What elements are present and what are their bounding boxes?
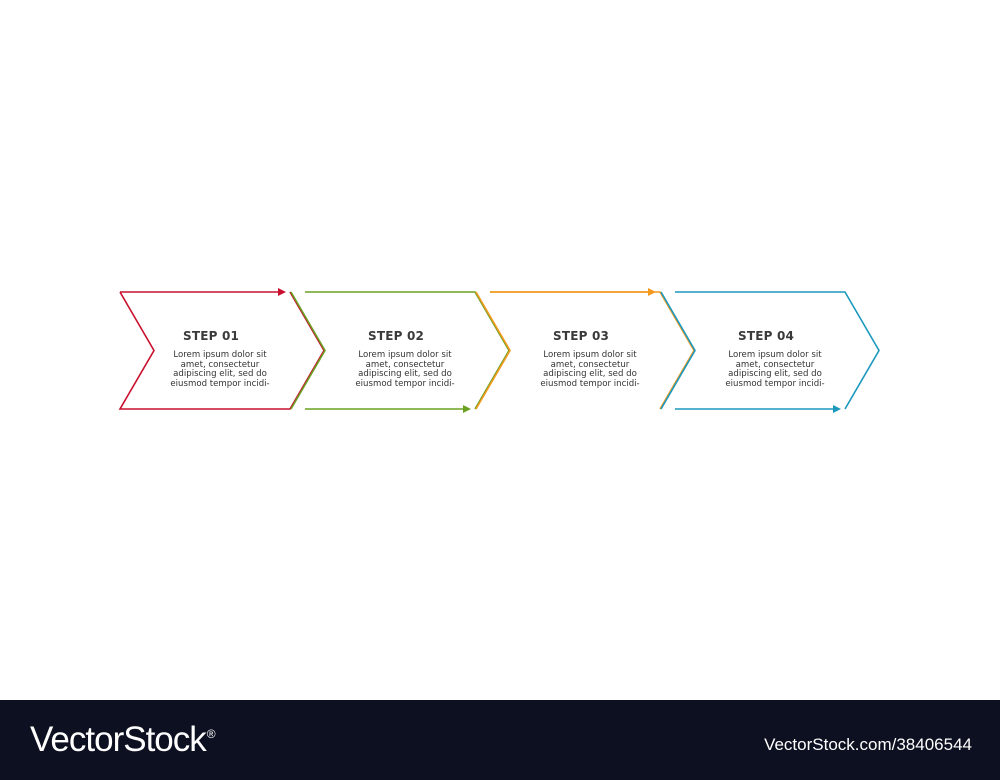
step-2-description: Lorem ipsum dolor sit amet, consectetur …: [355, 350, 455, 389]
step-1-description: Lorem ipsum dolor sit amet, consectetur …: [170, 350, 270, 389]
brand-text: VectorStock: [30, 720, 207, 759]
step-4-chevron: [660, 291, 880, 413]
step-2-chevron-outline: [305, 291, 510, 410]
watermark-bar: VectorStock® VectorStock.com/38406544: [0, 700, 1000, 780]
step-3-title: STEP 03: [553, 329, 610, 343]
step-2-arrowhead-icon: [463, 405, 471, 413]
step-3-arrowhead-icon: [648, 288, 656, 296]
step-3-notch-line: [475, 291, 511, 410]
step-1-arrowhead-icon: [278, 288, 286, 296]
step-4-notch-line: [660, 291, 696, 410]
step-1-chevron: [118, 288, 325, 410]
step-3-description: Lorem ipsum dolor sit amet, consectetur …: [540, 350, 640, 389]
step-1-title: STEP 01: [183, 329, 240, 343]
image-id-text: VectorStock.com/38406544: [764, 735, 972, 754]
step-4-arrowhead-icon: [833, 405, 841, 413]
step-2-chevron: [290, 291, 510, 413]
step-4-description: Lorem ipsum dolor sit amet, consectetur …: [725, 350, 825, 389]
step-4-chevron-outline: [675, 291, 880, 410]
chevron-steps-graphic: [118, 288, 880, 413]
vectorstock-logo: VectorStock®: [30, 720, 216, 760]
step-4-title: STEP 04: [738, 329, 795, 343]
step-3-chevron: [475, 288, 695, 410]
step-2-notch-line: [290, 291, 326, 410]
step-2-title: STEP 02: [368, 329, 425, 343]
registered-mark: ®: [206, 727, 216, 742]
process-diagram: STEP 01 Lorem ipsum dolor sit amet, cons…: [118, 288, 880, 413]
step-1-chevron-outline: [118, 291, 325, 410]
